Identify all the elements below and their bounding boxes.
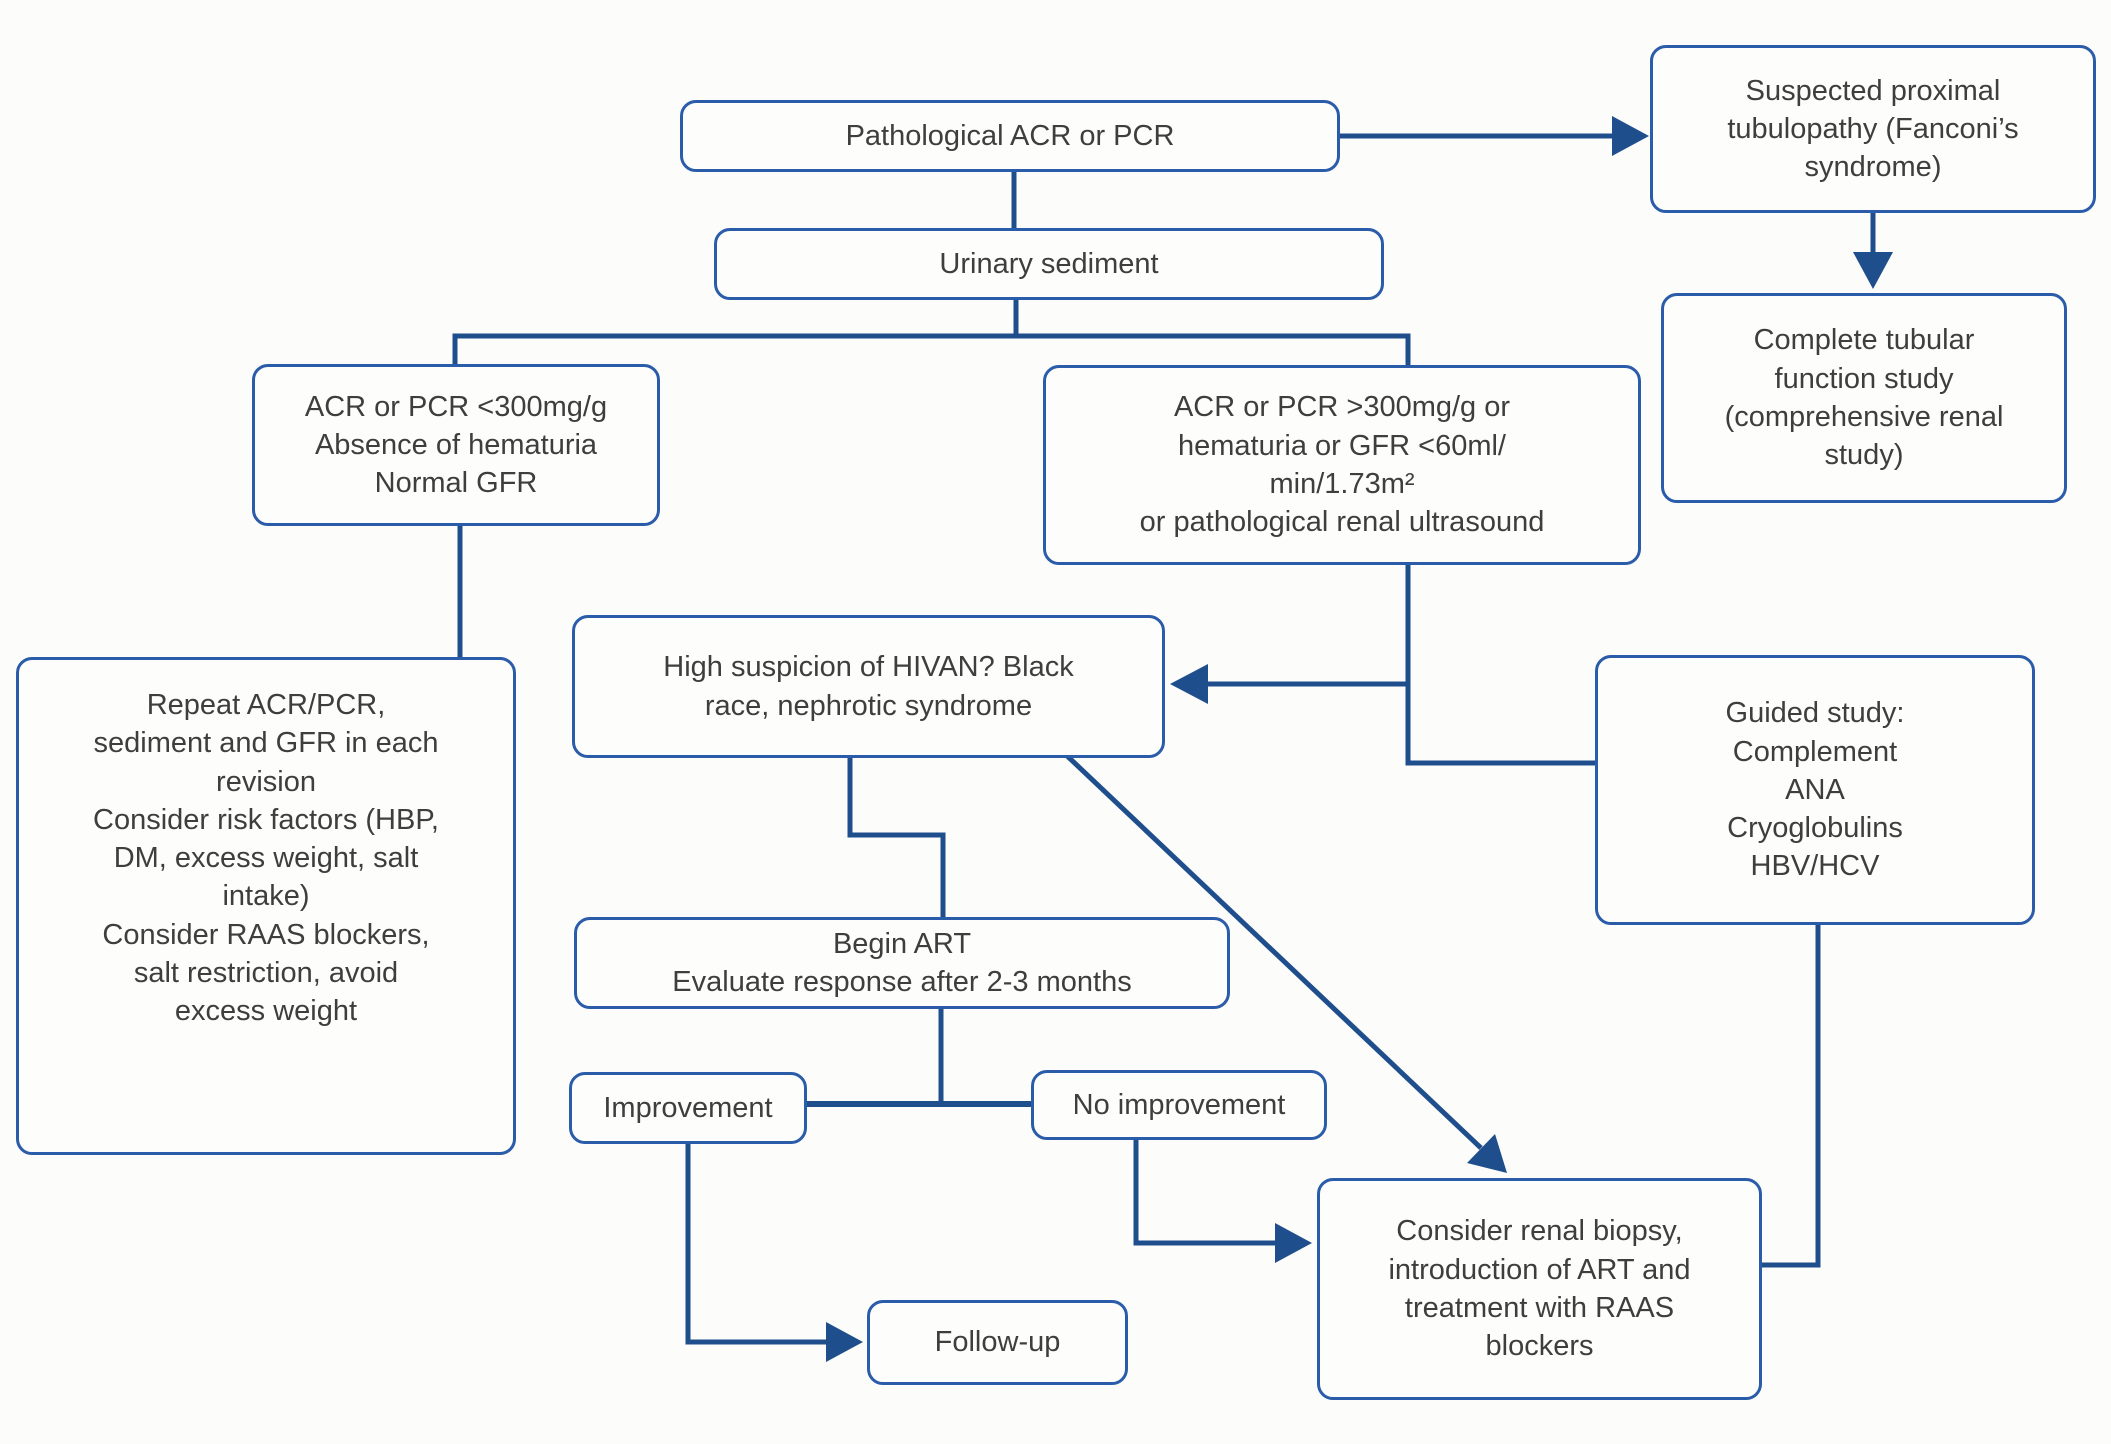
node-acr-pcr-above-300: ACR or PCR >300mg/g or hematuria or GFR …	[1043, 365, 1641, 565]
connector-improvement-to-followup	[685, 1144, 828, 1345]
connector-guided-to-biopsy	[1762, 925, 1821, 1268]
node-acr-pcr-below-300: ACR or PCR <300mg/g Absence of hematuria…	[252, 364, 660, 526]
node-consider-renal-biopsy: Consider renal biopsy, introduction of A…	[1317, 1178, 1762, 1400]
node-complete-tubular-function-study: Complete tubular function study (compreh…	[1661, 293, 2067, 503]
node-pathological-acr-or-pcr: Pathological ACR or PCR	[680, 100, 1340, 172]
arrowhead-down-complete	[1853, 252, 1893, 289]
arrowhead-right-suspected	[1612, 116, 1649, 156]
node-begin-art: Begin ART Evaluate response after 2-3 mo…	[574, 917, 1230, 1009]
node-high-suspicion-hivan: High suspicion of HIVAN? Black race, nep…	[572, 615, 1165, 758]
node-improvement: Improvement	[569, 1072, 807, 1144]
connector-noimprovement-to-biopsy	[1133, 1140, 1277, 1246]
arrowhead-diagonal-biopsy	[1467, 1134, 1507, 1173]
node-follow-up: Follow-up	[867, 1300, 1128, 1385]
node-repeat-acr-pcr-risk-factors: Repeat ACR/PCR, sediment and GFR in each…	[16, 657, 516, 1155]
node-guided-study: Guided study: Complement ANA Cryoglobuli…	[1595, 655, 2035, 925]
node-urinary-sediment: Urinary sediment	[714, 228, 1384, 300]
node-no-improvement: No improvement	[1031, 1070, 1327, 1140]
connector-acrhigh-to-guided	[1405, 565, 1595, 766]
arrowhead-right-followup	[826, 1322, 863, 1362]
arrowhead-right-biopsy	[1275, 1223, 1312, 1263]
arrowhead-left-hivan	[1170, 664, 1208, 704]
connector-hivan-to-biopsy	[1061, 750, 1483, 1150]
connector-urinary-split	[452, 300, 1411, 365]
connector-hivan-to-beginart	[847, 758, 946, 917]
node-suspected-proximal-tubulopathy: Suspected proximal tubulopathy (Fanconi’…	[1650, 45, 2096, 213]
